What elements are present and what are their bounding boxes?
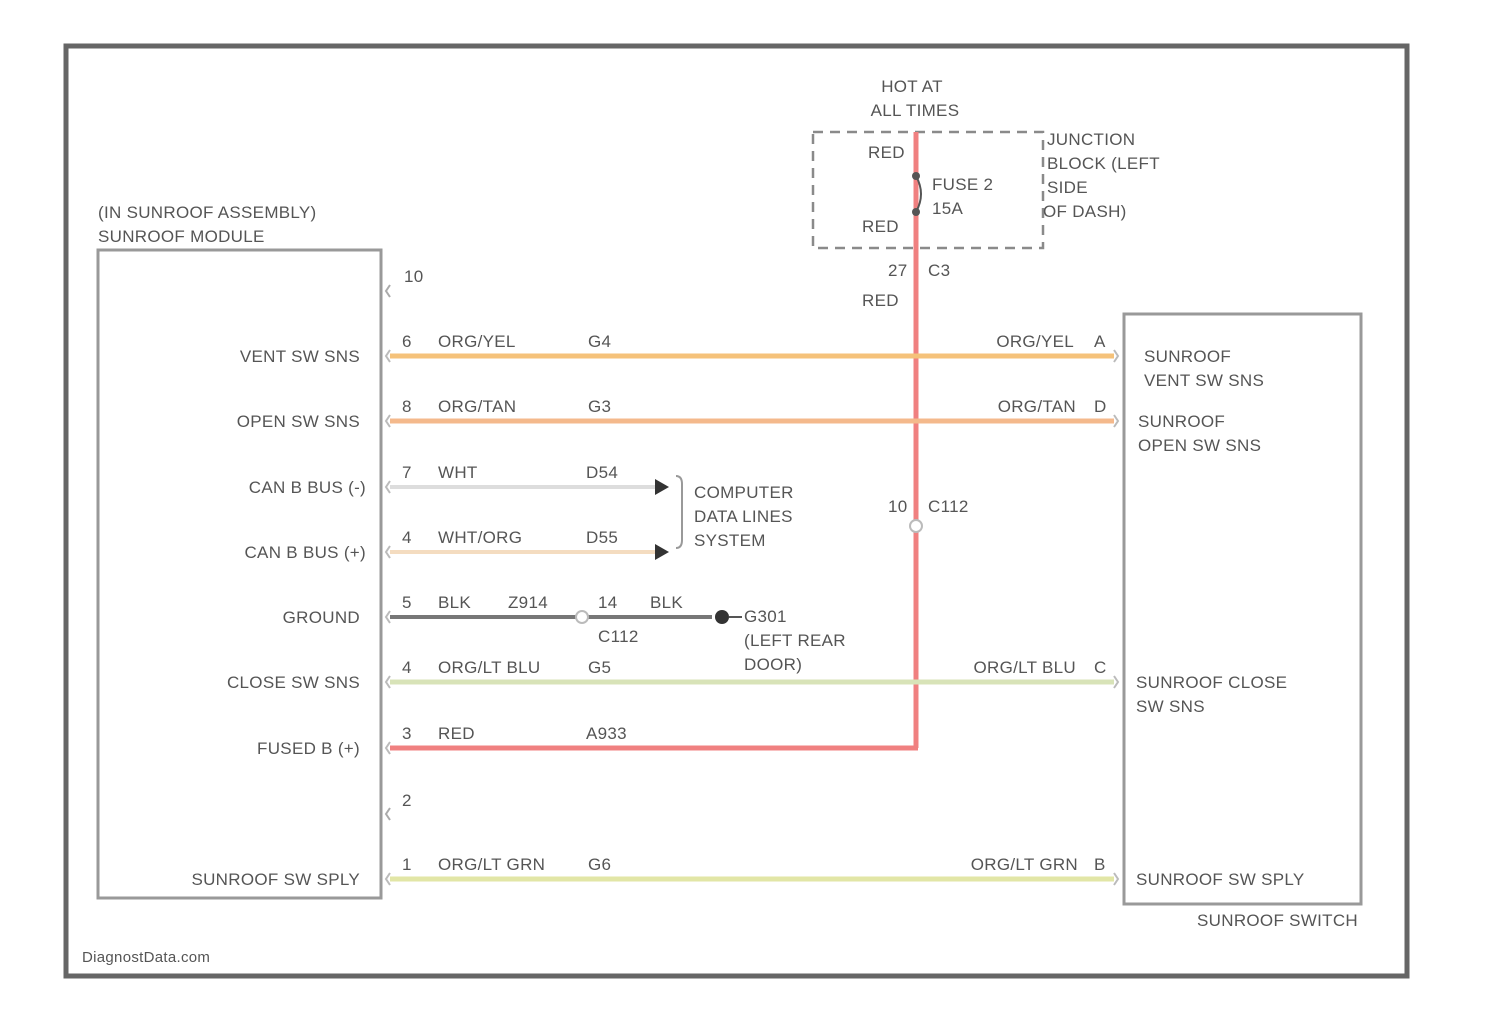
switch-label-vent-1: SUNROOF [1144, 347, 1231, 366]
module-title-2: SUNROOF MODULE [98, 227, 265, 246]
circuit-id-can-plus: D55 [586, 528, 618, 547]
junction-block-label-2: BLOCK (LEFT [1047, 154, 1160, 173]
data-lines-label-2: DATA LINES [694, 507, 793, 526]
wire-color-can-plus: WHT/ORG [438, 528, 522, 547]
switch-wire-color-sw-supply: ORG/LT GRN [971, 855, 1078, 874]
wire-color-sw-supply: ORG/LT GRN [438, 855, 545, 874]
module-pin-sw-supply: 1 [402, 855, 412, 874]
wire-color-vent: ORG/YEL [438, 332, 516, 351]
ground-label-2: (LEFT REAR [744, 631, 846, 650]
data-lines-label-1: COMPUTER [694, 483, 794, 502]
jb-wire-top-color: RED [868, 143, 905, 162]
wire-color-close: ORG/LT BLU [438, 658, 541, 677]
module-pin-fused-b: 3 [402, 724, 412, 743]
wire-color-ground: BLK [438, 593, 471, 612]
module-pin-open: 8 [402, 397, 412, 416]
ground-wire-color: BLK [650, 593, 683, 612]
module-pin-close: 4 [402, 658, 412, 677]
module-unused-pin-top: 10 [404, 267, 424, 286]
ground-label-3: DOOR) [744, 655, 802, 674]
fuse-contact-bottom [912, 208, 920, 216]
wire-color-can-minus: WHT [438, 463, 478, 482]
fuse-label-2: 15A [932, 199, 964, 218]
module-pin-label-open: OPEN SW SNS [237, 412, 360, 431]
module-unused-pin-bottom: 2 [402, 791, 412, 810]
ground-label-1: G301 [744, 607, 787, 626]
junction-block-label-4: OF DASH) [1043, 202, 1127, 221]
ground-point-icon [715, 610, 729, 624]
module-pin-label-fused-b: FUSED B (+) [257, 739, 360, 758]
circuit-id-sw-supply: G6 [588, 855, 611, 874]
switch-label-sw-supply: SUNROOF SW SPLY [1136, 870, 1305, 889]
switch-label-close-2: SW SNS [1136, 697, 1205, 716]
module-pin-can-minus: 7 [402, 463, 412, 482]
circuit-id-can-minus: D54 [586, 463, 618, 482]
jb-connector-pin: 27 [888, 261, 908, 280]
wire-color-fused-b: RED [438, 724, 475, 743]
fuse-label-1: FUSE 2 [932, 175, 993, 194]
power-header-line-2: ALL TIMES [871, 101, 960, 120]
red-splice-connector-id: C112 [928, 497, 969, 516]
module-pin-label-close: CLOSE SW SNS [227, 673, 360, 692]
module-pin-label-can-minus: CAN B BUS (-) [249, 478, 366, 497]
module-unused-pin-top-mark [386, 285, 390, 297]
switch-label-open-2: OPEN SW SNS [1138, 436, 1261, 455]
switch-label-open-1: SUNROOF [1138, 412, 1225, 431]
switch-caption: SUNROOF SWITCH [1197, 911, 1358, 930]
switch-label-vent-2: VENT SW SNS [1144, 371, 1264, 390]
module-pin-ground: 5 [402, 593, 412, 612]
switch-wire-color-open: ORG/TAN [998, 397, 1076, 416]
ground-connector-id: C112 [598, 627, 639, 646]
switch-pin-close: C [1094, 658, 1107, 677]
switch-pin-vent: A [1094, 332, 1106, 351]
switch-wire-color-vent: ORG/YEL [996, 332, 1074, 351]
circuit-id-open: G3 [588, 397, 611, 416]
jb-wire-bottom-color: RED [862, 217, 899, 236]
circuit-id-vent: G4 [588, 332, 611, 351]
can-plus-arrow-icon [655, 544, 669, 560]
switch-pin-open: D [1094, 397, 1107, 416]
circuit-id-ground: Z914 [508, 593, 548, 612]
circuit-id-fused-b: A933 [586, 724, 627, 743]
module-pin-label-sw-supply: SUNROOF SW SPLY [191, 870, 360, 889]
can-minus-arrow-icon [655, 479, 669, 495]
module-unused-pin-bottom-mark [386, 808, 390, 820]
wire-color-open: ORG/TAN [438, 397, 516, 416]
jb-wire-out-color: RED [862, 291, 899, 310]
switch-label-close-1: SUNROOF CLOSE [1136, 673, 1287, 692]
junction-block-label-3: SIDE [1047, 178, 1088, 197]
power-header-line-1: HOT AT [881, 77, 943, 96]
module-pin-can-plus: 4 [402, 528, 412, 547]
data-lines-label-3: SYSTEM [694, 531, 766, 550]
red-splice-pin: 10 [888, 497, 908, 516]
junction-block-label-1: JUNCTION [1047, 130, 1135, 149]
junction-block-outline [813, 132, 1043, 248]
red-splice-connector [910, 520, 922, 532]
ground-connector-pin: 14 [598, 593, 618, 612]
module-pin-label-vent: VENT SW SNS [240, 347, 360, 366]
module-title-1: (IN SUNROOF ASSEMBLY) [98, 203, 317, 222]
ground-connector [576, 611, 588, 623]
switch-pin-sw-supply: B [1094, 855, 1106, 874]
watermark: DiagnostData.com [82, 949, 210, 966]
circuit-id-close: G5 [588, 658, 611, 677]
module-pin-vent: 6 [402, 332, 412, 351]
jb-connector-id: C3 [928, 261, 950, 280]
data-lines-bracket [676, 476, 682, 548]
switch-wire-color-close: ORG/LT BLU [973, 658, 1076, 677]
sunroof-switch-box [1124, 314, 1361, 904]
module-pin-label-can-plus: CAN B BUS (+) [244, 543, 366, 562]
module-pin-label-ground: GROUND [283, 608, 360, 627]
